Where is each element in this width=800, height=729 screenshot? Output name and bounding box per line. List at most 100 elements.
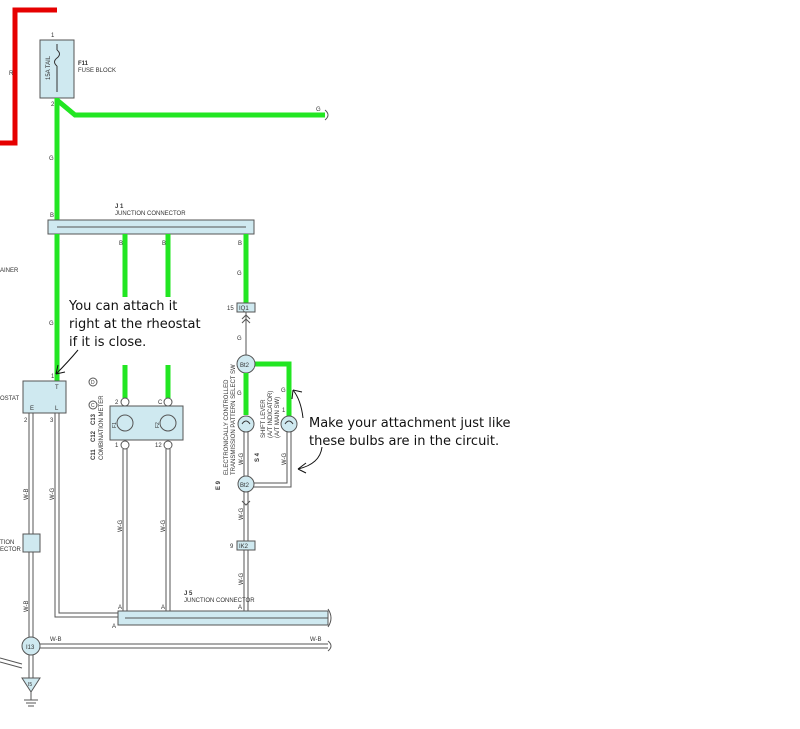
s4-name-line1: SHIFT LEVER xyxy=(261,399,267,438)
connector-iq1-label: IQ1 xyxy=(239,306,249,312)
meter-pin-bottom-1-label: 1 xyxy=(115,443,119,449)
meter-code-c13: C13 xyxy=(91,413,97,425)
wire-label-g-iq1: G xyxy=(237,271,242,277)
meter-pin-top-1-label: 2 xyxy=(115,400,119,406)
wire-ground-left-b xyxy=(0,661,23,669)
j5-name-line: JUNCTION CONNECTOR xyxy=(184,598,255,604)
j1-code: J 1 xyxy=(115,204,124,210)
e9-name-line1: ELECTRONICALLY CONTROLLED xyxy=(224,379,230,475)
j1-pin-2: B xyxy=(119,241,123,247)
s4-bulb-filament xyxy=(284,420,294,425)
annotation-bulb-note: Make your attachment just like these bul… xyxy=(309,415,511,451)
e9-code: E 9 xyxy=(216,480,222,490)
meter-bulb-f2-label: F2 xyxy=(155,422,161,428)
rheostat-pin-2: 2 xyxy=(24,418,28,424)
meter-name: COMBINATION METER xyxy=(99,395,105,460)
splice-bt2-bottom-label: Bt2 xyxy=(240,483,250,489)
annotation-rheostat-note: You can attach it right at the rheostat … xyxy=(69,298,201,352)
wire-label-wb-bus-left: W-B xyxy=(50,637,62,643)
splice-bt2-top-label: Bt2 xyxy=(240,363,250,369)
connector-ik2-label: IK2 xyxy=(239,544,249,550)
wire-label-g-e9: G xyxy=(237,391,242,397)
wire-ground-left-a xyxy=(0,657,23,665)
s4-name-line2: (A/T INDICATOR) xyxy=(268,391,274,438)
meter-pin-bottom-1 xyxy=(120,440,130,450)
wire-color-label-r: R xyxy=(9,71,14,77)
left-label-ector: ECTOR xyxy=(0,547,22,553)
connector-ik2-pin: 9 xyxy=(230,544,234,550)
s4-code: S 4 xyxy=(255,452,261,462)
rheostat-pin-top: 1 xyxy=(51,374,55,380)
wire-label-g-top: G xyxy=(316,107,321,113)
j5-pin-2: A xyxy=(161,605,165,611)
fuse-pin-bottom: 2 xyxy=(51,102,55,108)
wire-label-wg-j5: W-G xyxy=(239,572,245,585)
wire-label-wg-f1: W-G xyxy=(118,519,124,532)
wire-s4-to-bt2-bottom xyxy=(252,432,288,484)
j5-pin-4: A xyxy=(112,624,116,630)
fuse-icon xyxy=(54,44,60,92)
wire-rheostat-l-to-j5-a xyxy=(54,413,118,618)
ground-label: I5 xyxy=(28,682,32,688)
wire-label-wg-f2: W-G xyxy=(161,519,167,532)
wire-label-wb-lower: W-B xyxy=(24,600,30,612)
rheostat-pin-e: E xyxy=(30,406,34,412)
wire-label-wb-rheo: W-B xyxy=(24,488,30,500)
meter-circle-d-label: D xyxy=(91,380,95,386)
splice-i13 xyxy=(21,636,41,656)
arrow-to-rheostat-head xyxy=(55,364,66,375)
meter-pin-top-2-label: C xyxy=(158,400,163,406)
meter-bulb-f1-label: F1 xyxy=(112,422,118,428)
e9-bulb-icon xyxy=(237,415,255,433)
wire-label-g-bt2: G xyxy=(237,336,242,342)
fuse-pin-top: 1 xyxy=(51,33,55,39)
wire-label-g-fuse: G xyxy=(49,156,54,162)
wire-label-wg-rheo: W-G xyxy=(50,487,56,500)
meter-pin-bottom-2-label: 12 xyxy=(155,443,162,449)
left-label-ainer: AINER xyxy=(0,268,19,274)
arrow-to-s4-lower xyxy=(297,446,323,470)
wire-rheostat-l-to-j5-b xyxy=(58,413,118,614)
ground-bus-break-right xyxy=(327,640,332,652)
bt2-chevron xyxy=(241,500,251,506)
rheostat-pin-3: 3 xyxy=(50,418,54,424)
j1-pin-1: B xyxy=(50,213,54,219)
j1-name: JUNCTION CONNECTOR xyxy=(115,211,186,217)
meter-circle-c-label: C xyxy=(91,403,95,409)
s4-pin-label: 1 xyxy=(282,408,286,414)
j5-code: J 5 xyxy=(184,591,193,597)
wire-break-right xyxy=(324,109,329,121)
splice-bt2-bottom xyxy=(237,475,255,493)
rheostat xyxy=(22,380,67,414)
wire-label-g-rheo: G xyxy=(49,321,54,327)
meter-code-c11: C11 xyxy=(91,449,97,460)
meter-pin-top-1 xyxy=(120,397,130,407)
meter-code-c12: C12 xyxy=(91,430,97,442)
wire-fuse-branch-right xyxy=(55,98,325,118)
annotation-rheostat-line-1: You can attach it xyxy=(69,299,178,314)
arrow-to-s4-bulb xyxy=(292,389,304,419)
ground-connector-triangle xyxy=(21,677,41,693)
meter-pin-bottom-2 xyxy=(163,440,173,450)
j5-pin-1: A xyxy=(118,605,122,611)
power-wire-red xyxy=(0,7,57,146)
left-label-tion: TION xyxy=(0,540,14,546)
meter-circle-d xyxy=(88,377,98,387)
e9-bulb-filament xyxy=(241,420,251,425)
meter-bulb-f2-icon xyxy=(159,414,177,432)
annotation-bulb-line-1: Make your attachment just like xyxy=(309,416,511,431)
s4-name-line3: (A/T MAIN SW) xyxy=(275,397,281,438)
j5-break-right xyxy=(327,608,332,628)
wire-label-g-s4: G xyxy=(281,388,286,394)
annotation-rheostat-line-2: right at the rheostat xyxy=(69,317,201,332)
rheostat-label: OSTAT xyxy=(0,396,19,402)
e9-name-line2: TRANSMISSION PATTERN SELECT SW xyxy=(231,364,237,475)
meter-circle-c xyxy=(88,400,98,410)
arrow-to-s4-bulb-head xyxy=(291,389,303,400)
j1-pin-4: B xyxy=(238,241,242,247)
wire-label-wg-e9: W-G xyxy=(239,452,245,465)
ground-icon xyxy=(24,699,38,707)
rheostat-pin-t: T xyxy=(55,385,59,391)
meter-pin-top-2 xyxy=(163,397,173,407)
